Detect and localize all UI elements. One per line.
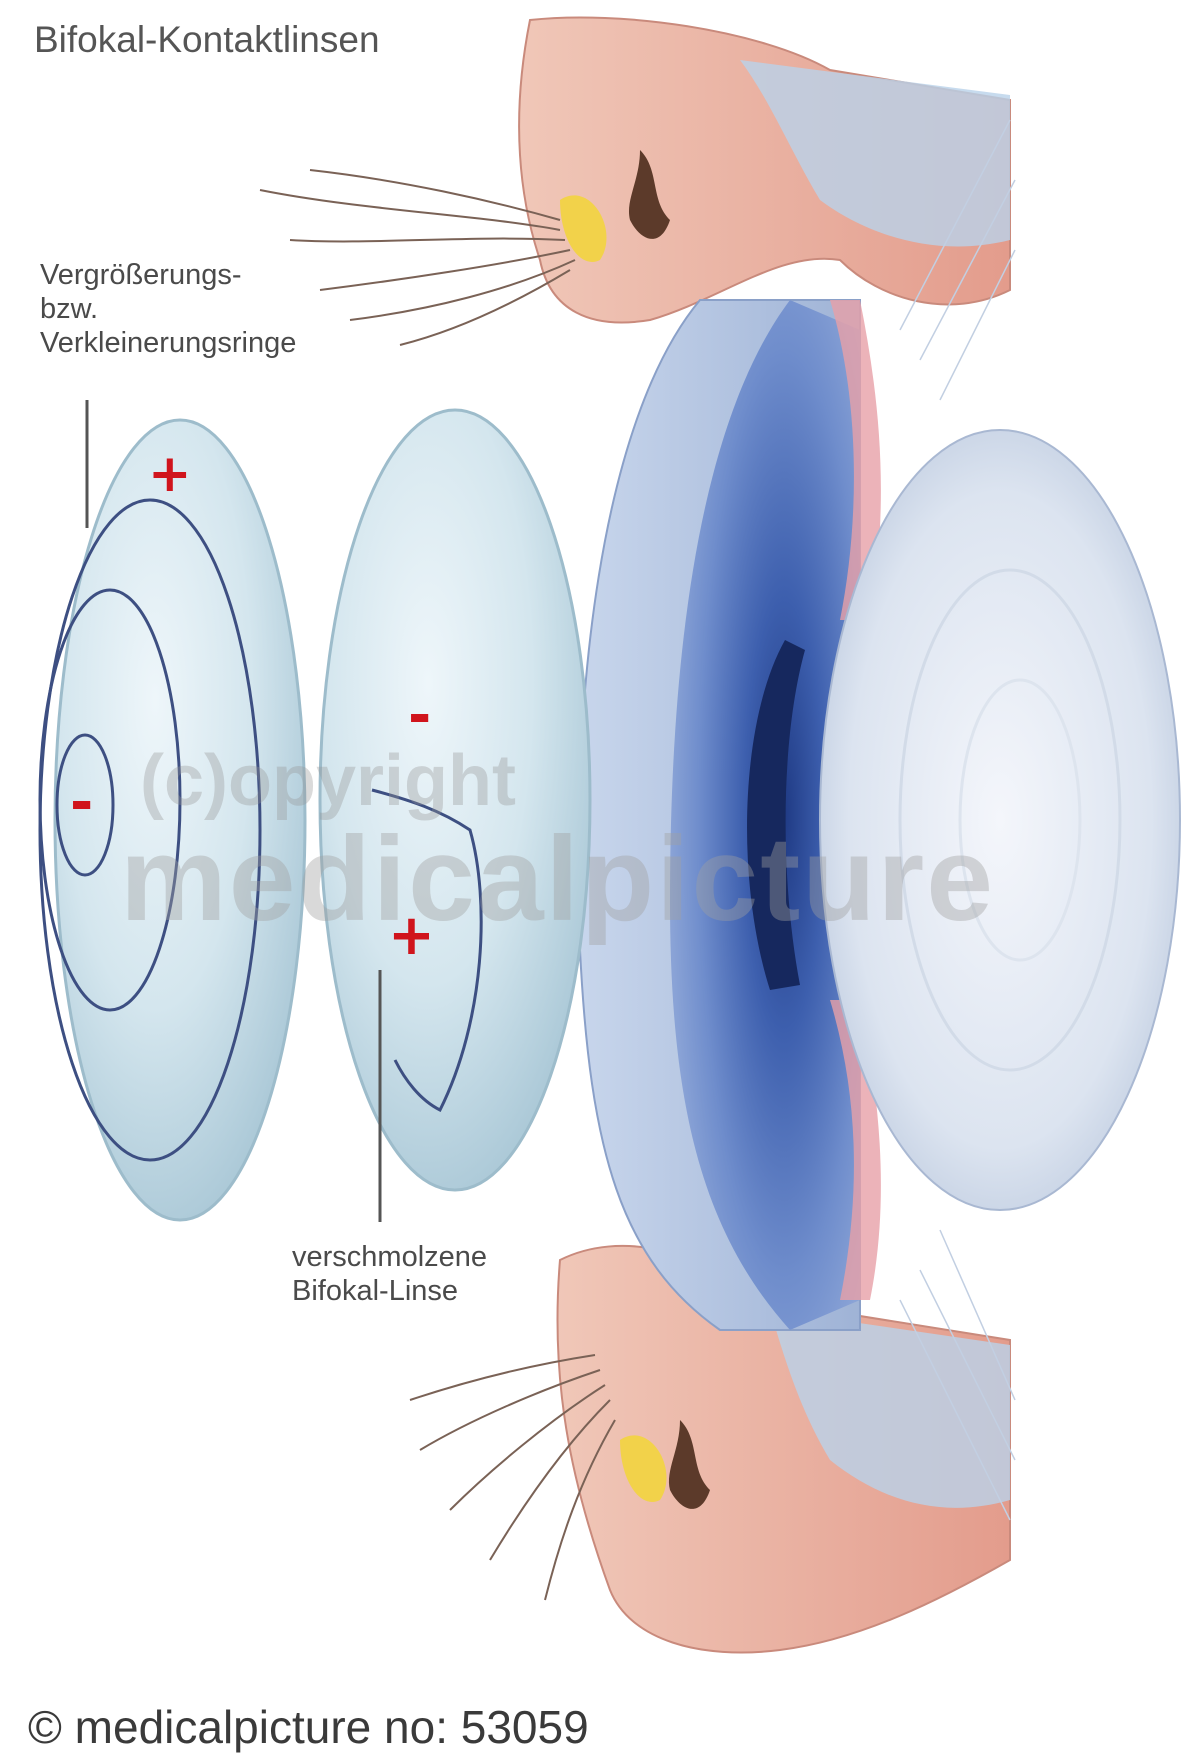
page-title: Bifokal-Kontaktlinsen <box>34 19 380 60</box>
ciliary-body <box>830 300 881 620</box>
fused-label-line-1: verschmolzene <box>292 1241 488 1273</box>
upper-eyelid <box>259 16 1011 346</box>
contact-lens-concentric <box>38 418 307 1222</box>
plus-sign-outer-ring: + <box>148 444 192 504</box>
footer-credit: © medicalpicture no: 53059 <box>28 1701 589 1753</box>
plus-sign-lower-zone: + <box>388 903 435 968</box>
minus-sign-upper-zone: - <box>408 683 432 748</box>
lower-eyelid <box>409 1244 1011 1654</box>
pupil <box>747 640 805 990</box>
fused-label-line-2: Bifokal-Linse <box>292 1275 459 1308</box>
fused-lens-label: verschmolzene Bifokal-Linse <box>292 1240 487 1308</box>
rings-label-line-3: Verkleinerungsringe <box>40 327 297 360</box>
contact-lens-fused <box>318 408 592 1192</box>
eyelashes-upper <box>259 169 576 346</box>
watermark-medicalpicture: medicalpicture <box>120 812 995 946</box>
rings-label-line-2: bzw. <box>40 293 99 326</box>
rings-label: Vergrößerungs- bzw. Verkleinerungsringe <box>40 258 296 361</box>
rings-label-line-1: Vergrößerungs- <box>40 259 242 291</box>
watermark-copyright: (c)opyright <box>140 741 516 821</box>
zonular-fibers <box>899 119 1016 1521</box>
minus-sign-center: - <box>70 770 94 835</box>
crystalline-lens <box>819 429 1181 1211</box>
eyelashes-lower <box>409 1354 616 1601</box>
